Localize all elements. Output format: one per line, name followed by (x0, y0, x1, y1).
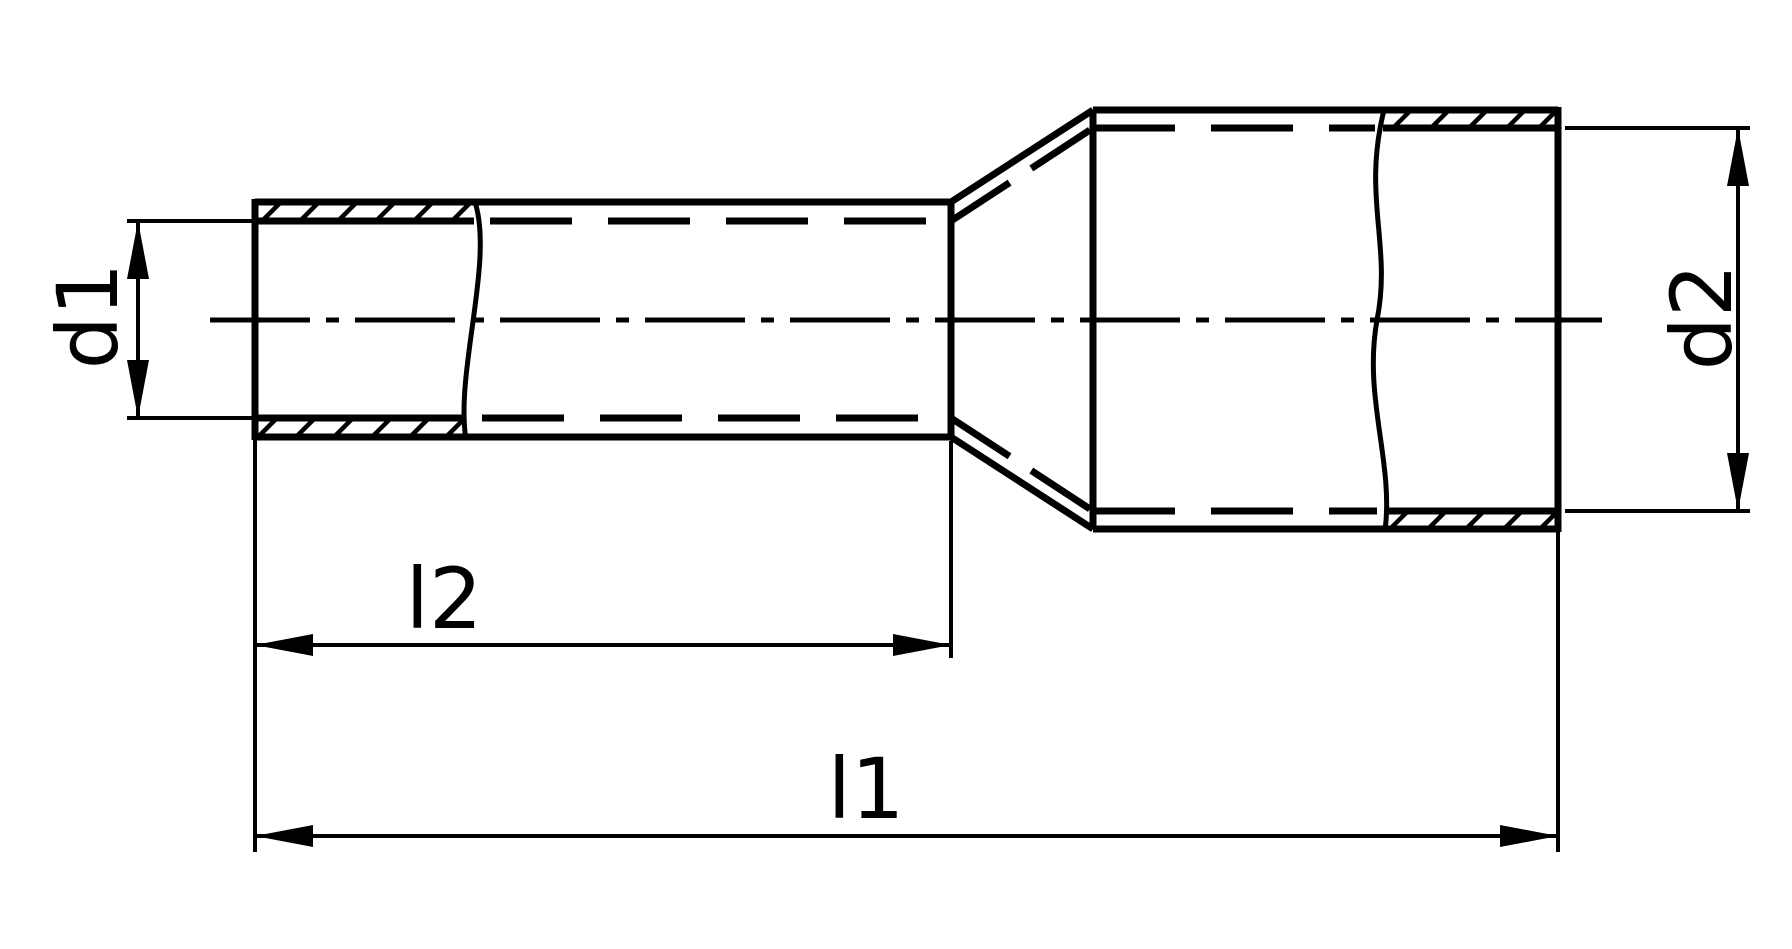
dimension-d1: d1 (39, 219, 262, 420)
hatch-line (1429, 108, 1451, 130)
dimension-l1: l1 (255, 532, 1560, 852)
section-hatch-tube-bottom (256, 416, 467, 439)
hatch-line (332, 416, 355, 439)
arrowhead-up (1727, 128, 1749, 186)
dim-label-d1: d1 (39, 263, 137, 370)
arrowhead-down (127, 360, 149, 418)
hatch-line (1464, 509, 1486, 531)
arrowhead-left (255, 634, 313, 656)
hatch-line (1538, 510, 1559, 531)
hatch-line (260, 200, 283, 223)
break-line-collar (1370, 109, 1390, 532)
cone-top-edge (949, 107, 1095, 205)
hatch-line (370, 416, 393, 439)
cone-bottom-edge (949, 434, 1095, 532)
cone-inner-bottom-hidden (949, 415, 1095, 514)
dimension-d2: d2 (1565, 126, 1751, 513)
hatch-line (1388, 509, 1410, 531)
dim-label-l2: l2 (406, 550, 483, 648)
arrowhead-up (127, 221, 149, 279)
hatch-line (1391, 108, 1413, 130)
hatch-line (336, 200, 359, 223)
cone-inner-top-hidden (949, 125, 1095, 224)
arrowhead-down (1727, 453, 1749, 511)
dim-label-d2: d2 (1653, 264, 1751, 371)
inner-bore-hidden-edges (482, 124, 1377, 515)
hatch-line (294, 416, 317, 439)
hatch-line (1537, 108, 1559, 130)
hatch-line (1505, 108, 1527, 130)
break-line-tube (461, 201, 483, 441)
hatch-line (256, 416, 279, 439)
hatch-line (408, 416, 431, 439)
section-hatch-collar-bottom (1388, 509, 1559, 531)
hatch-line (1426, 509, 1448, 531)
hatch-line (1502, 509, 1524, 531)
arrowhead-right (893, 634, 951, 656)
hatch-line (412, 200, 435, 223)
break-lines (461, 109, 1390, 532)
hatch-line (374, 200, 397, 223)
arrowhead-right (1500, 825, 1558, 847)
hatch-line (298, 200, 321, 223)
section-hatch-collar-top (1391, 108, 1559, 130)
hatch-line (450, 200, 473, 223)
hatch-line (1467, 108, 1489, 130)
dim-label-l1: l1 (828, 740, 905, 838)
dimension-l2: l2 (253, 440, 953, 852)
part-outline (251, 106, 1562, 533)
section-hatch-tube-top (260, 200, 473, 223)
arrowhead-left (255, 825, 313, 847)
